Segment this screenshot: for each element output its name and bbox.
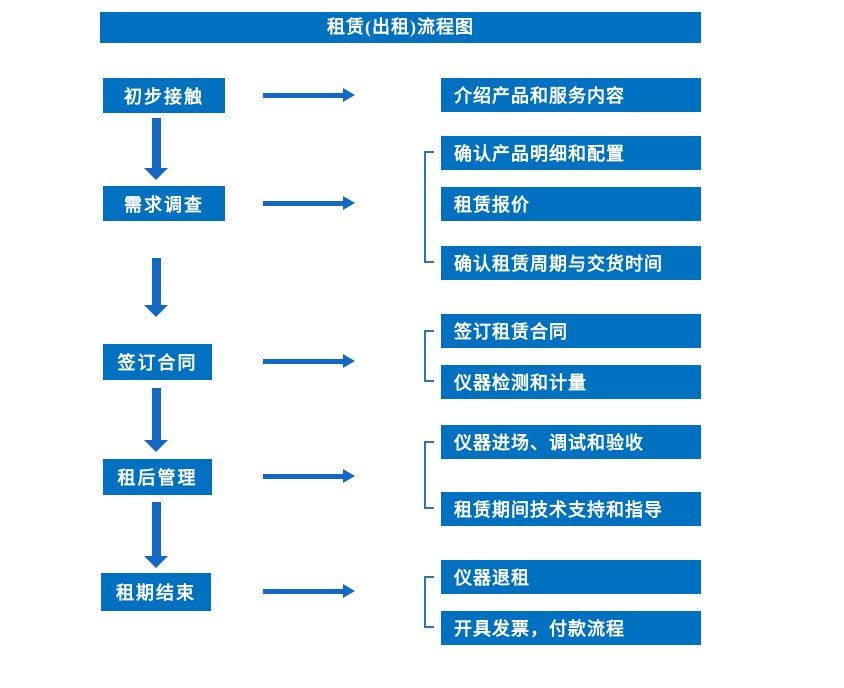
down-arrow-icon [144,502,168,568]
bracket-connector [424,151,434,263]
detail-box: 确认租赁周期与交货时间 [441,246,701,280]
right-arrow-icon [263,88,355,102]
right-arrow-icon [263,469,355,483]
right-arrow-icon [263,584,355,598]
down-arrow-icon [144,118,168,180]
step-box-sign-contract: 签订合同 [103,344,212,380]
down-arrow-icon [144,388,168,452]
detail-box: 开具发票，付款流程 [441,611,701,645]
right-arrow-icon [263,354,355,368]
detail-box: 确认产品明细和配置 [441,136,701,170]
bracket-connector [424,576,434,628]
detail-box: 签订租赁合同 [441,314,701,348]
detail-box: 租赁期间技术支持和指导 [441,492,701,526]
detail-box: 仪器检测和计量 [441,365,701,399]
bracket-connector [424,441,434,509]
flowchart-title: 租赁(出租)流程图 [100,12,701,43]
step-box-needs-survey: 需求调查 [103,186,225,221]
bracket-connector [424,330,434,382]
detail-box: 仪器进场、调试和验收 [441,425,701,459]
step-box-initial-contact: 初步接触 [103,78,225,113]
detail-box: 仪器退租 [441,560,701,594]
detail-box: 租赁报价 [441,187,701,221]
down-arrow-icon [144,258,168,317]
step-box-rental-end: 租期结束 [101,573,211,611]
detail-box: 介绍产品和服务内容 [441,78,701,112]
right-arrow-icon [263,196,355,210]
step-box-post-rental-management: 租后管理 [103,459,212,495]
